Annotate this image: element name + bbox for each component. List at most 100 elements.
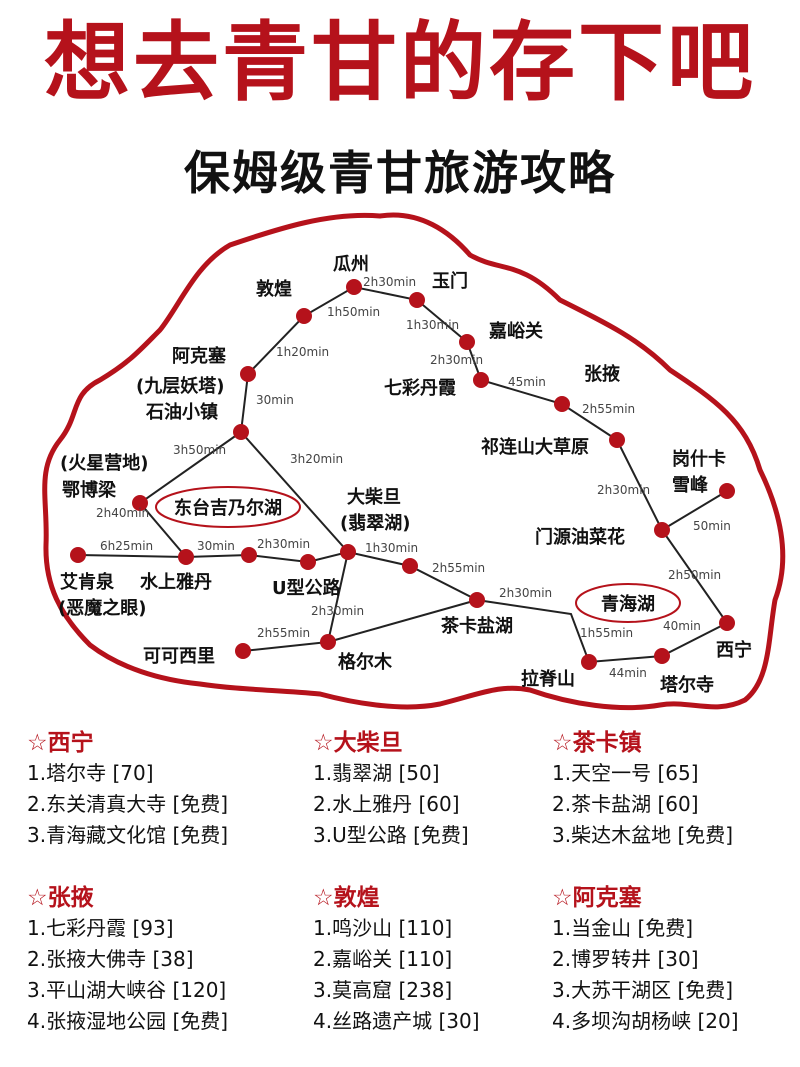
attraction-item: 2.博罗转井 [30] bbox=[552, 947, 699, 971]
route-kekexili-geermu bbox=[242, 641, 329, 652]
section-dunhuang: ☆敦煌 1.鸣沙山 [110] 2.嘉峪关 [110] 3.莫高窟 [238] … bbox=[313, 883, 480, 1037]
place-dachaidan: 大柴旦 bbox=[347, 486, 401, 508]
duration-shuishang-next: 30min bbox=[197, 539, 235, 553]
lake-dongtai: 东台吉乃尔湖 bbox=[174, 497, 282, 519]
attraction-item: 3.大苏干湖区 [免费] bbox=[552, 978, 734, 1002]
stop-dot-zhangye bbox=[554, 396, 570, 412]
section-title: ☆西宁 bbox=[27, 730, 94, 756]
place-xuefeng: 雪峰 bbox=[672, 474, 709, 496]
section-chaka: ☆茶卡镇 1.天空一号 [65] 2.茶卡盐湖 [60] 3.柴达木盆地 [免费… bbox=[552, 728, 733, 851]
stop-dot-gangshika bbox=[719, 483, 735, 499]
duration-dachaidan-chaka-a: 1h30min bbox=[365, 541, 418, 555]
stop-dot-qicaidanxia bbox=[473, 372, 489, 388]
place-jiayuguan: 嘉峪关 bbox=[488, 320, 543, 342]
section-dachaidan: ☆大柴旦 1.翡翠湖 [50] 2.水上雅丹 [60] 3.U型公路 [免费] bbox=[313, 728, 469, 851]
place-menyuan: 门源油菜花 bbox=[535, 526, 625, 548]
attraction-item: 1.七彩丹霞 [93] bbox=[27, 916, 174, 940]
attraction-item: 1.当金山 [免费] bbox=[552, 916, 694, 940]
place-shuishang: 水上雅丹 bbox=[140, 571, 212, 593]
attraction-item: 4.张掖湿地公园 [免费] bbox=[27, 1009, 229, 1033]
attraction-item: 3.柴达木盆地 [免费] bbox=[552, 823, 734, 847]
duration-taersi-labeishan: 44min bbox=[609, 666, 647, 680]
duration-dunhuang-guazhou: 1h50min bbox=[327, 305, 380, 319]
duration-shiyou-akesai: 30min bbox=[256, 393, 294, 407]
place-xining: 西宁 bbox=[716, 639, 752, 661]
place-qicaidanxia: 七彩丹霞 bbox=[384, 378, 457, 399]
stop-dot-waypoint-east bbox=[402, 558, 418, 574]
duration-shiyou-eboliang: 3h50min bbox=[173, 443, 226, 457]
route-geermu-chaka bbox=[327, 599, 478, 643]
route-north bbox=[138, 285, 729, 664]
attraction-item: 2.水上雅丹 [60] bbox=[313, 792, 460, 816]
page-title: 想去青甘的存下吧 bbox=[44, 13, 756, 113]
place-emozhiyan: (恶魔之眼) bbox=[58, 597, 146, 619]
stop-dot-jiayuguan bbox=[459, 334, 475, 350]
duration-shiyou-dachaidan: 3h20min bbox=[290, 452, 343, 466]
duration-dachaidan-chaka-b: 2h55min bbox=[432, 561, 485, 575]
place-yumen: 玉门 bbox=[432, 270, 468, 292]
duration-xining-taersi: 40min bbox=[663, 619, 701, 633]
duration-yumen-jiayuguan: 1h30min bbox=[406, 318, 459, 332]
place-shiyou: 石油小镇 bbox=[145, 401, 218, 423]
place-taersi: 塔尔寺 bbox=[660, 674, 714, 696]
attraction-item: 3.U型公路 [免费] bbox=[313, 823, 469, 847]
stop-dot-guazhou bbox=[346, 279, 362, 295]
route-lines bbox=[77, 285, 729, 664]
attraction-item: 3.青海藏文化馆 [免费] bbox=[27, 823, 229, 847]
section-title: ☆茶卡镇 bbox=[552, 730, 642, 756]
place-aikenquan: 艾肯泉 bbox=[60, 571, 115, 593]
place-qilianshan: 祁连山大草原 bbox=[481, 436, 589, 458]
place-feicuihu: (翡翠湖) bbox=[340, 513, 410, 534]
duration-labels: 1h50min 2h30min 1h30min 2h30min 45min 2h… bbox=[96, 275, 731, 680]
lake-qinghaihu-outline bbox=[575, 583, 681, 623]
place-jiuceng: (九层妖塔) bbox=[136, 375, 224, 397]
stop-dot-aikenquan bbox=[70, 547, 86, 563]
attraction-item: 1.翡翠湖 [50] bbox=[313, 761, 440, 785]
route-dachaidan-geermu bbox=[327, 551, 349, 643]
page-subtitle: 保姆级青甘旅游攻略 bbox=[184, 146, 616, 200]
duration-next-uxing: 2h30min bbox=[257, 537, 310, 551]
place-geermu: 格尔木 bbox=[338, 651, 393, 673]
duration-aikenquan-shuishang: 6h25min bbox=[100, 539, 153, 553]
attraction-item: 1.鸣沙山 [110] bbox=[313, 916, 453, 940]
place-kekexili: 可可西里 bbox=[143, 646, 215, 667]
route-shiyou-dachaidan bbox=[240, 431, 349, 553]
stop-dot-geermu bbox=[320, 634, 336, 650]
section-title: ☆大柴旦 bbox=[313, 730, 403, 756]
stop-dot-yumen bbox=[409, 292, 425, 308]
place-labels: 瓜州 敦煌 玉门 嘉峪关 阿克塞 七彩丹霞 张掖 (九层妖塔) 石油小镇 祁连山… bbox=[58, 254, 752, 696]
attraction-item: 2.张掖大佛寺 [38] bbox=[27, 947, 194, 971]
place-huoxing: (火星营地) bbox=[60, 452, 148, 474]
place-uxing: U型公路 bbox=[272, 577, 342, 599]
duration-qilian-menyuan: 2h30min bbox=[597, 483, 650, 497]
duration-kekexili-geermu: 2h55min bbox=[257, 626, 310, 640]
section-title: ☆张掖 bbox=[27, 885, 94, 911]
section-title: ☆阿克塞 bbox=[552, 885, 642, 911]
stop-dot-chaka bbox=[469, 592, 485, 608]
attraction-item: 2.茶卡盐湖 [60] bbox=[552, 792, 699, 816]
stop-dot-qilianshan bbox=[609, 432, 625, 448]
attraction-item: 2.东关清真大寺 [免费] bbox=[27, 792, 229, 816]
stop-dot-xining bbox=[719, 615, 735, 631]
attraction-item: 2.嘉峪关 [110] bbox=[313, 947, 453, 971]
duration-qicai-zhangye: 45min bbox=[508, 375, 546, 389]
place-eboliang: 鄂博梁 bbox=[62, 479, 117, 501]
section-title: ☆敦煌 bbox=[313, 885, 380, 911]
duration-jiayuguan-qicai: 2h30min bbox=[430, 353, 483, 367]
attraction-item: 1.天空一号 [65] bbox=[552, 761, 699, 785]
duration-chaka-labeishan: 2h30min bbox=[499, 586, 552, 600]
duration-akesai-dunhuang: 1h20min bbox=[276, 345, 329, 359]
place-gangshika: 岗什卡 bbox=[672, 448, 726, 470]
place-dunhuang: 敦煌 bbox=[256, 278, 292, 300]
place-akesai: 阿克塞 bbox=[172, 345, 227, 367]
attraction-item: 4.多坝沟胡杨峡 [20] bbox=[552, 1009, 739, 1033]
stop-dot-dachaidan bbox=[340, 544, 356, 560]
stop-dot-shiyou bbox=[233, 424, 249, 440]
stop-dot-waypoint bbox=[241, 547, 257, 563]
stop-dot-shuishang bbox=[178, 549, 194, 565]
attraction-item: 3.莫高窟 [238] bbox=[313, 978, 453, 1002]
duration-menyuan-xining: 2h50min bbox=[668, 568, 721, 582]
stop-dot-uxing bbox=[300, 554, 316, 570]
attraction-item: 4.丝路遗产城 [30] bbox=[313, 1009, 480, 1033]
